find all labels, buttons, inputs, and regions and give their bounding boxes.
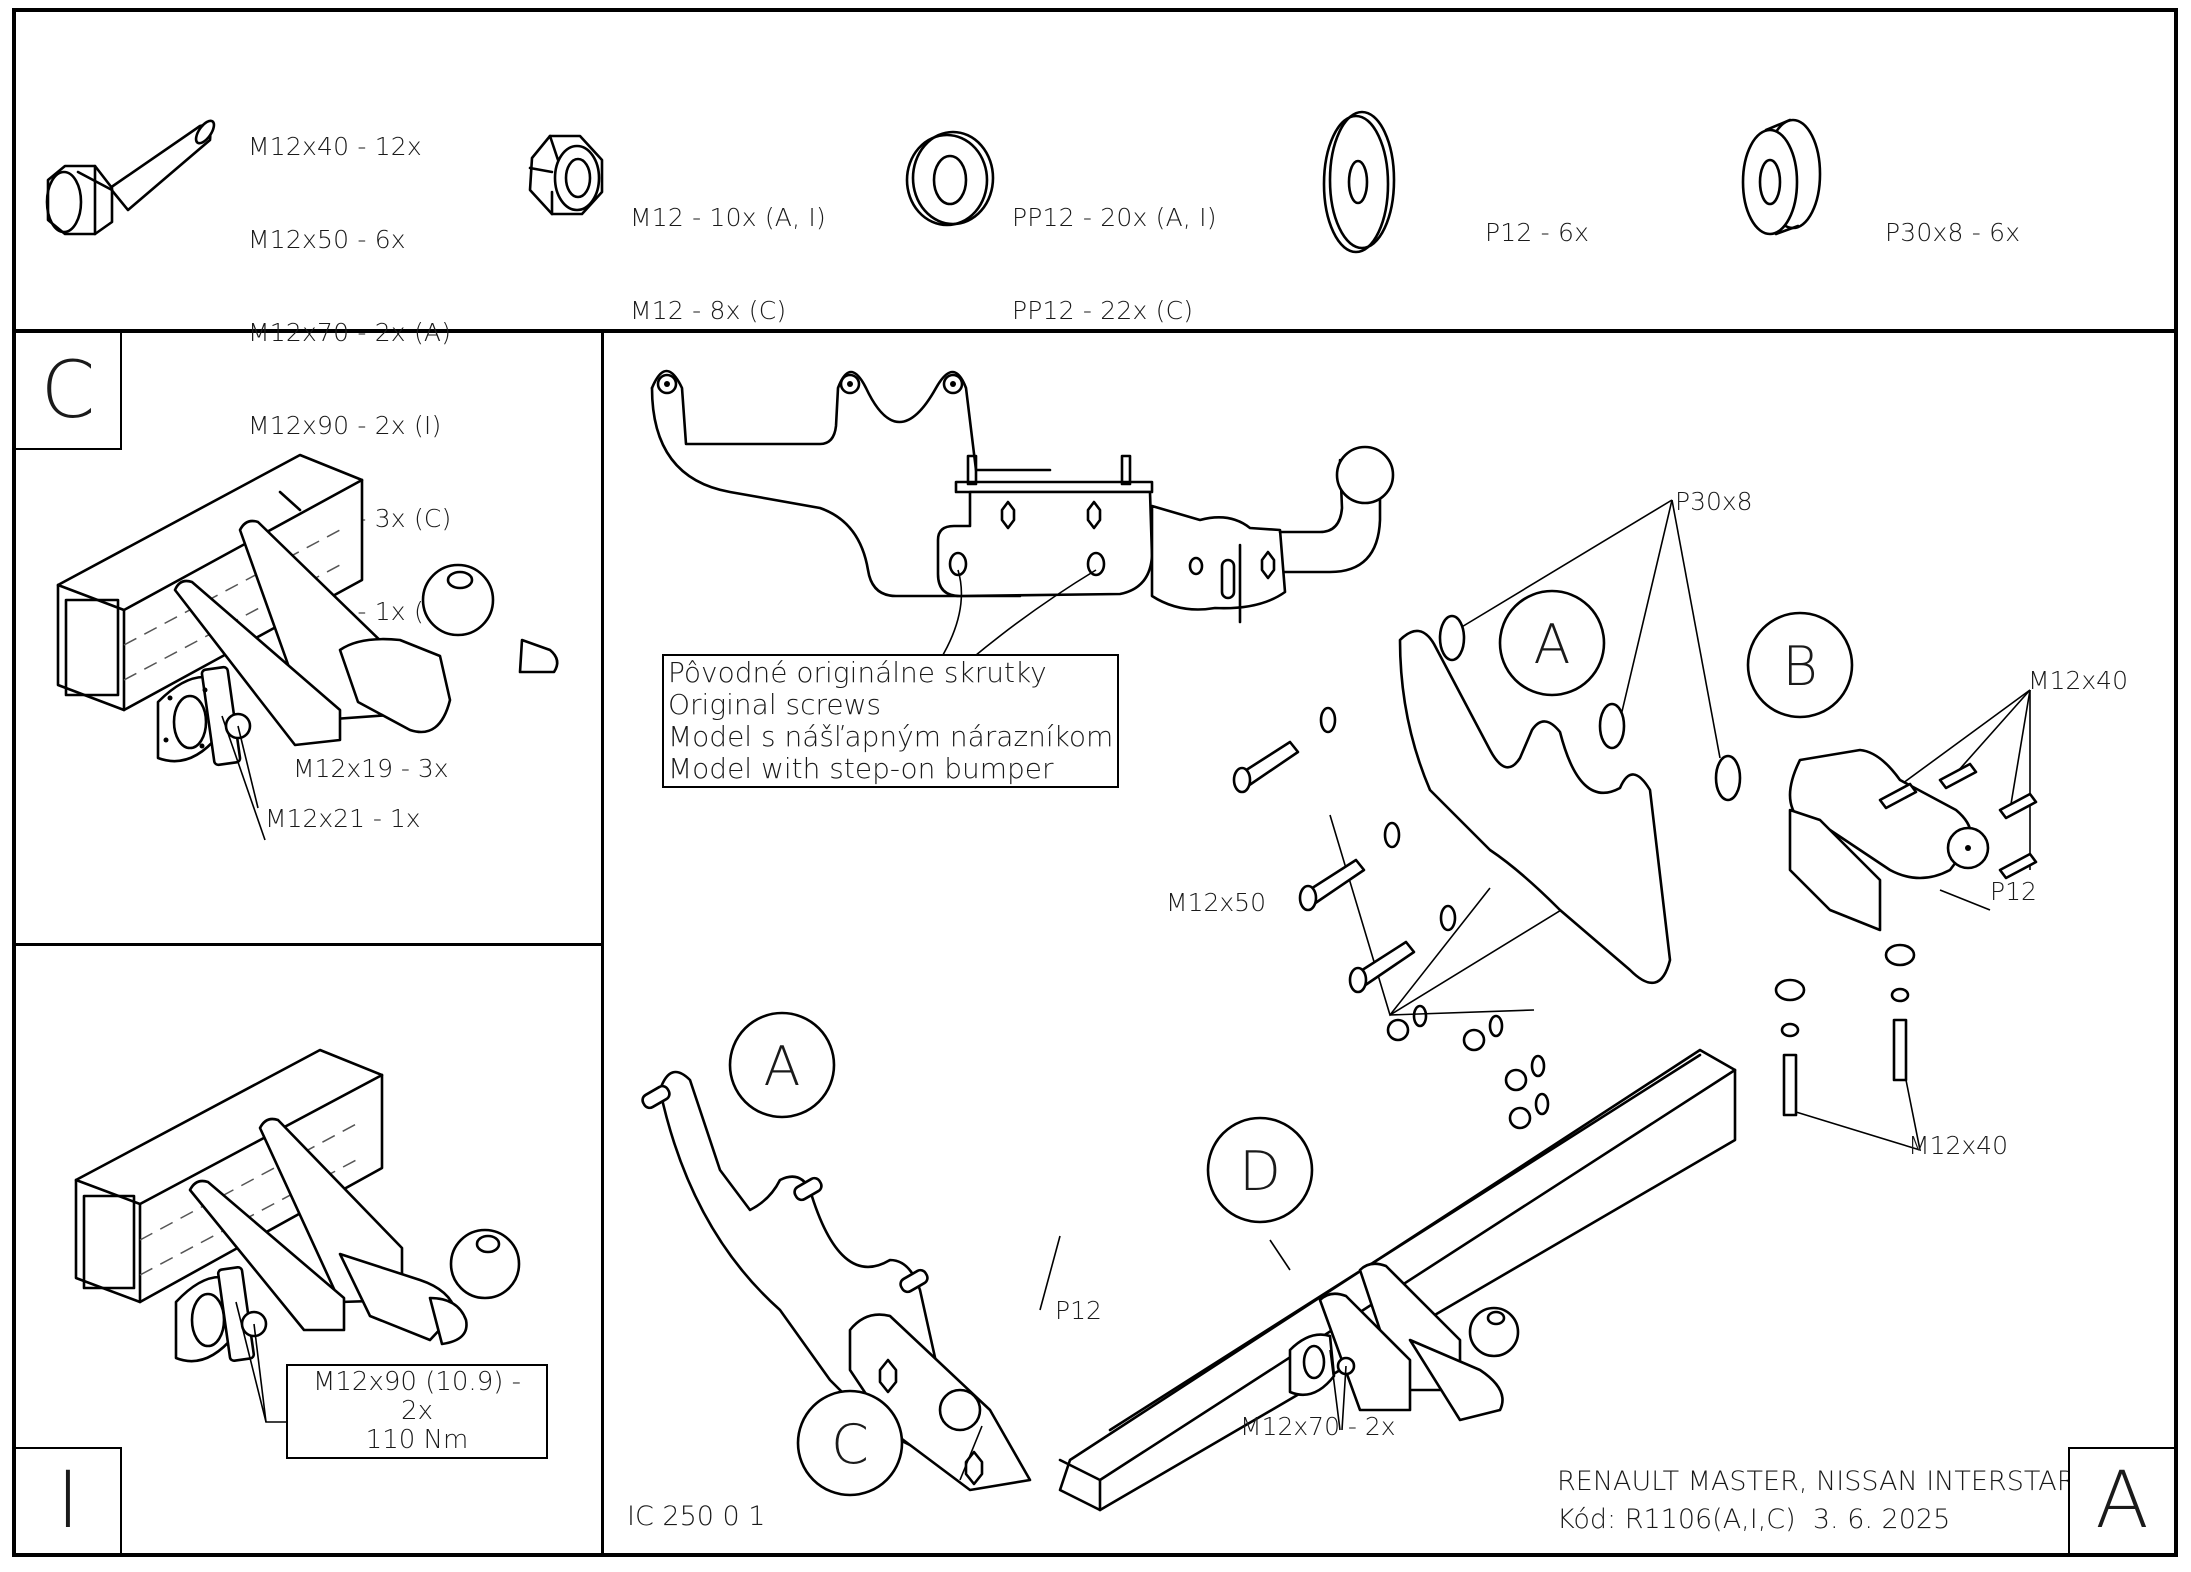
torque-value-line: 110 Nm bbox=[365, 1425, 469, 1455]
spacer-ring bbox=[1438, 614, 1466, 662]
original-screws-note: Pôvodné originálne skrutky Original scre… bbox=[662, 654, 1120, 788]
hex-nut-icon bbox=[528, 134, 604, 216]
leader-lines bbox=[221, 715, 266, 841]
callout-m12x21: M12x21 - 1x bbox=[265, 804, 421, 833]
balloon-a-lower-label: A bbox=[764, 1035, 801, 1098]
bracket-b bbox=[1788, 748, 1973, 880]
spacer-ring-icon bbox=[1741, 118, 1822, 236]
bracket-a-upper bbox=[1398, 629, 1672, 985]
torque-spec-line: M12x90 (10.9) - 2x bbox=[312, 1367, 522, 1426]
main-crossbeam-assembly bbox=[641, 1048, 1737, 1512]
bolt-group-m12x40-top bbox=[1878, 762, 2038, 880]
large-washer-list: P12 - 6x bbox=[1485, 155, 1589, 310]
callout-p12-left: P12 bbox=[1055, 1296, 1102, 1325]
mounting-plate bbox=[936, 454, 1154, 598]
tow-hook-body bbox=[1150, 445, 1395, 624]
note-line-model-en: Model with step-on bumper bbox=[668, 752, 1054, 785]
bolt-line: M12x70 - 2x (A) bbox=[248, 318, 452, 347]
balloon-b: B bbox=[1746, 611, 1854, 719]
callout-m12x40-bottom: M12x40 bbox=[1908, 1131, 2008, 1160]
large-washer-line: P12 - 6x bbox=[1485, 218, 1590, 247]
bolt-group-m12x40-bottom bbox=[1774, 943, 1922, 1152]
nut-line: M12 - 10x (A, I) bbox=[630, 203, 826, 232]
bolt-line: M12x50 - 6x bbox=[248, 225, 406, 254]
coupling-c-illustration bbox=[56, 453, 559, 841]
rear-coupling bbox=[1288, 1262, 1520, 1431]
callout-p30x8: P30x8 bbox=[1675, 487, 1753, 516]
panel-i-label: I bbox=[14, 1447, 122, 1555]
leader-lines bbox=[959, 1235, 1291, 1481]
nut-group bbox=[1386, 1004, 1550, 1130]
crossbar-tube bbox=[74, 1048, 384, 1304]
spacer-list: P30x8 - 6x bbox=[1885, 155, 2020, 310]
balloon-c: C bbox=[796, 1389, 904, 1497]
panel-c-label: C bbox=[14, 331, 122, 450]
header-divider bbox=[12, 329, 2178, 333]
leader-lines bbox=[235, 1301, 290, 1423]
callout-m12x50: M12x50 bbox=[1166, 888, 1266, 917]
large-washer-icon bbox=[1322, 110, 1396, 254]
coupling-i-illustration bbox=[74, 1048, 521, 1423]
bolt-group-m12x50 bbox=[1232, 706, 1457, 994]
balloon-d: D bbox=[1206, 1116, 1314, 1224]
hex-bolt-icon bbox=[45, 119, 216, 236]
drawing-frame bbox=[12, 8, 2178, 1557]
callout-m12x70: M12x70 - 2x bbox=[1240, 1412, 1396, 1441]
spacer-ring bbox=[1598, 702, 1626, 750]
washer-list: PP12 - 20x (A, I) PP12 - 22x (C) bbox=[1012, 140, 1217, 388]
left-column-divider bbox=[601, 331, 604, 1555]
ball-neck bbox=[338, 563, 559, 734]
note-line-model-sk: Model s nášľapným nárazníkom bbox=[668, 720, 1114, 753]
title-code-date: Kód: R1106(A,I,C) 3. 6. 2025 bbox=[1557, 1504, 1951, 1535]
flat-washer-icon bbox=[905, 130, 995, 227]
ball-neck bbox=[338, 1228, 521, 1346]
note-line-en: Original screws bbox=[668, 688, 882, 721]
exploded-view-brackets bbox=[1232, 499, 2038, 1152]
leader-lines bbox=[1329, 499, 2031, 1017]
step-bumper-detail bbox=[650, 369, 1395, 661]
balloon-c-label: C bbox=[831, 1413, 869, 1476]
panel-c-i-divider bbox=[14, 943, 602, 946]
main-panel-label: A bbox=[2068, 1447, 2176, 1555]
spacer-ring bbox=[1714, 754, 1742, 802]
balloon-a-upper-label: A bbox=[1534, 613, 1571, 676]
bolt-line: M12x90 - 2x (I) bbox=[248, 411, 442, 440]
balloon-a-upper: A bbox=[1498, 589, 1606, 697]
balloon-b-label: B bbox=[1782, 635, 1817, 698]
drawing-number: IC 250 0 1 bbox=[627, 1501, 766, 1532]
note-line-sk: Pôvodné originálne skrutky bbox=[668, 656, 1047, 689]
callout-m12x40-top: M12x40 bbox=[2028, 666, 2128, 695]
torque-note: M12x90 (10.9) - 2x 110 Nm bbox=[286, 1364, 548, 1459]
washer-line: PP12 - 20x (A, I) bbox=[1012, 203, 1217, 232]
nut-line: M12 - 8x (C) bbox=[630, 296, 787, 325]
spacer-line: P30x8 - 6x bbox=[1885, 218, 2021, 247]
callout-m12x19: M12x19 - 3x bbox=[293, 754, 449, 783]
bolt-line: M12x40 - 12x bbox=[248, 132, 422, 161]
callout-p12-right: P12 bbox=[1990, 877, 2037, 906]
balloon-a-lower: A bbox=[728, 1011, 836, 1119]
washer-line: PP12 - 22x (C) bbox=[1012, 296, 1194, 325]
title-vehicle: RENAULT MASTER, NISSAN INTERSTAR bbox=[1557, 1466, 2076, 1497]
nut-list: M12 - 10x (A, I) M12 - 8x (C) bbox=[630, 140, 826, 388]
balloon-d-label: D bbox=[1239, 1140, 1281, 1203]
bracket-c bbox=[848, 1313, 1032, 1492]
